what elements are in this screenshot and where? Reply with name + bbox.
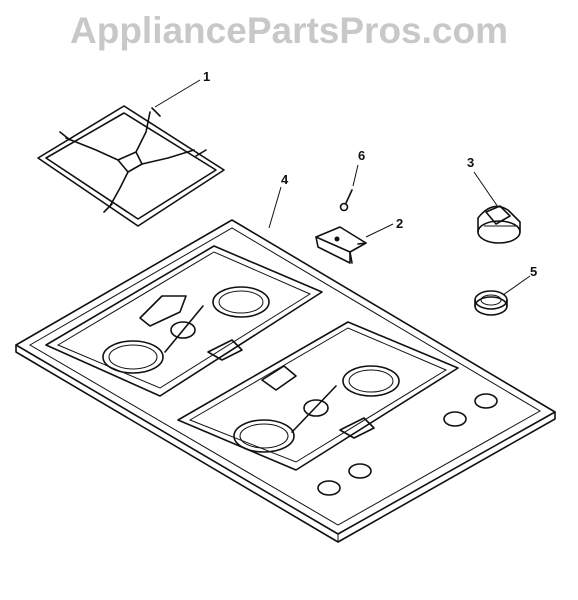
watermark: AppliancePartsPros.com [70,10,508,51]
bezel-ring [474,290,508,316]
callout-6: 6 [358,148,365,163]
bracket [315,226,367,264]
knob [477,205,521,244]
burner-grate [37,105,225,227]
leader-lines [154,79,531,296]
callout-3: 3 [467,155,474,170]
cooktop [15,219,556,543]
callout-5: 5 [530,264,537,279]
screw [339,189,353,212]
callout-4: 4 [281,172,289,187]
callout-2: 2 [396,216,403,231]
callout-1: 1 [203,69,210,84]
